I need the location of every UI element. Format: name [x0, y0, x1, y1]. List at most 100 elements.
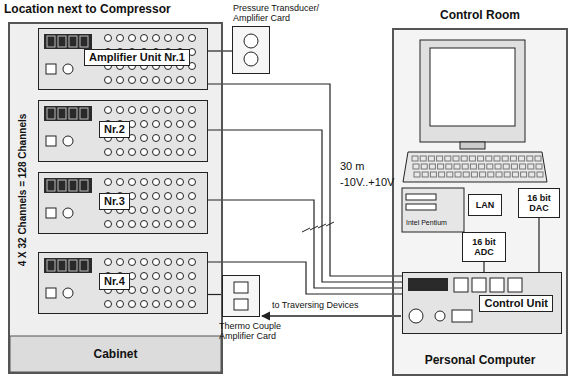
computer-frame: Personal ComputerLAN16 bit DAC16 bit ADC…	[392, 28, 568, 376]
connector-socket	[189, 35, 196, 42]
display-panel	[44, 178, 92, 193]
knob-symbol	[435, 311, 445, 321]
keyboard-key	[446, 164, 452, 169]
cabinet-body	[8, 22, 223, 374]
connector-socket	[177, 121, 184, 128]
display-digit	[80, 180, 88, 191]
keyboard-key	[520, 164, 526, 169]
connector-socket	[129, 35, 136, 42]
drive-slot	[406, 194, 436, 200]
connector-socket	[153, 221, 160, 228]
cable-break	[302, 228, 310, 232]
cable-line	[483, 262, 484, 272]
connector-socket	[141, 221, 148, 228]
connector-socket	[117, 179, 124, 186]
button-symbol	[46, 136, 56, 146]
connector-socket	[153, 259, 160, 266]
node-label: Thermo Couple Amplifier Card	[219, 321, 294, 342]
cable-length: 30 m	[340, 160, 364, 173]
cabinet-base	[10, 336, 221, 372]
traversing-note: to Traversing Devices	[272, 300, 359, 310]
keyboard-key	[461, 156, 467, 161]
connector-socket	[165, 259, 172, 266]
display-digit	[80, 108, 88, 119]
keyboard-key	[512, 172, 518, 177]
keyboard-key	[529, 172, 535, 177]
keyboard-key	[429, 164, 435, 169]
connector-socket	[153, 121, 160, 128]
node-label: Pressure Transducer/ Amplifier Card	[233, 3, 328, 24]
connector-socket	[177, 107, 184, 114]
connector-socket	[141, 259, 148, 266]
connector-socket	[129, 259, 136, 266]
connector-socket	[177, 259, 184, 266]
control-unit: Control Unit	[402, 272, 562, 334]
keyboard-key	[455, 172, 461, 177]
connector-socket	[189, 287, 196, 294]
node-label: Nr.4	[99, 273, 130, 290]
keyboard-key	[504, 172, 510, 177]
connector-socket	[141, 107, 148, 114]
monitor-case	[420, 40, 525, 142]
connector-socket	[141, 179, 148, 186]
connector-socket	[153, 77, 160, 84]
keyboard-key	[495, 164, 501, 169]
thermo-socket	[234, 282, 248, 293]
node-label: 16 bit DAC	[522, 193, 556, 214]
connector-socket	[153, 273, 160, 280]
cable-line	[538, 218, 539, 272]
connector-socket	[177, 221, 184, 228]
display-panel	[44, 106, 92, 121]
card-body	[232, 26, 270, 74]
display-digit	[47, 180, 55, 191]
drive-slot	[406, 204, 436, 210]
cpu-label: Intel Pentium	[406, 219, 447, 227]
node-label: Control Unit	[479, 295, 553, 312]
cable-line	[208, 294, 222, 295]
amplifier-body	[38, 100, 208, 162]
keyboard-key	[462, 164, 468, 169]
connector-socket	[153, 135, 160, 142]
connector-socket	[105, 179, 112, 186]
connector-socket	[177, 287, 184, 294]
interface-card: 16 bit DAC	[518, 188, 560, 218]
keyboard-key	[487, 164, 493, 169]
connector-socket	[177, 193, 184, 200]
connector-socket	[165, 221, 172, 228]
display-digit	[80, 260, 88, 271]
connector-socket	[141, 135, 148, 142]
keyboard-key	[428, 156, 434, 161]
switch-symbol	[490, 278, 504, 292]
connector-socket	[129, 77, 136, 84]
keyboard-key	[494, 156, 500, 161]
connector-socket	[141, 301, 148, 308]
connector-socket	[189, 207, 196, 214]
amplifier-body	[38, 28, 208, 90]
keyboard-key	[527, 156, 533, 161]
connector-socket	[105, 35, 112, 42]
connector-socket	[141, 35, 148, 42]
node-label: Amplifier Unit Nr.1	[84, 49, 190, 66]
connector-socket	[129, 221, 136, 228]
connector-socket	[153, 301, 160, 308]
pc-area	[392, 28, 568, 376]
signal-range: -10V..+10V	[340, 176, 394, 189]
amplifier-body	[38, 172, 208, 234]
switch-symbol	[508, 278, 522, 292]
connector-socket	[129, 149, 136, 156]
keyboard-key	[496, 172, 502, 177]
keyboard-key	[430, 172, 436, 177]
connector-socket	[141, 149, 148, 156]
connector-socket	[165, 35, 172, 42]
display-panel	[44, 34, 92, 49]
connector-socket	[165, 193, 172, 200]
connector-socket	[141, 273, 148, 280]
button-symbol	[63, 136, 73, 146]
keyboard-key	[414, 172, 420, 177]
connector-socket	[117, 107, 124, 114]
connector-socket	[165, 301, 172, 308]
connector-socket	[177, 149, 184, 156]
keyboard-key	[469, 156, 475, 161]
keyboard-key	[479, 164, 485, 169]
connector-socket	[177, 301, 184, 308]
